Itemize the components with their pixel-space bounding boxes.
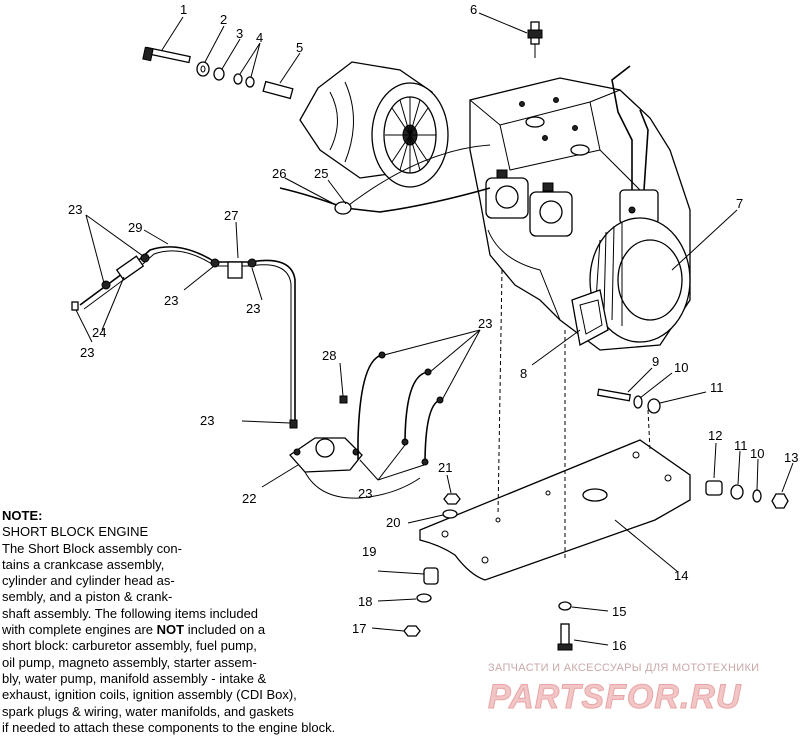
- spark-plug-6: [527, 21, 543, 58]
- washer-15: [558, 601, 572, 611]
- note-line: oil pump, magneto assembly, starter asse…: [2, 654, 257, 670]
- callout-11b: 11: [734, 438, 748, 453]
- callout-1: 1: [180, 2, 187, 17]
- callout-25: 25: [314, 166, 328, 181]
- callout-13: 13: [784, 450, 798, 465]
- drive-clutch: [299, 61, 449, 188]
- callout-16: 16: [612, 638, 626, 653]
- washer-3: [213, 67, 225, 81]
- callout-4: 4: [256, 30, 263, 45]
- short-block-note: NOTE: SHORT BLOCK ENGINE The Short Block…: [2, 508, 422, 736]
- callout-14: 14: [674, 568, 688, 583]
- washer-10a: [633, 395, 643, 409]
- fuel-line-29: [71, 246, 298, 429]
- note-line: if needed to attach these components to …: [2, 719, 336, 735]
- washer-2: [196, 61, 210, 77]
- nut-13: [771, 493, 789, 509]
- callout-23-e: 23: [478, 316, 492, 331]
- callout-5: 5: [296, 40, 303, 55]
- throttle-cable: [279, 144, 491, 215]
- note-line: exhaust, ignition coils, ignition assemb…: [2, 687, 297, 703]
- callout-6: 6: [470, 2, 477, 17]
- callout-23-c: 23: [246, 301, 260, 316]
- callout-11a: 11: [710, 380, 724, 395]
- bolt-9: [596, 388, 632, 402]
- bushing-11a: [647, 398, 661, 414]
- note-line: sembly, and a piston & crank-: [2, 589, 173, 605]
- callout-15: 15: [612, 604, 626, 619]
- plug-28: [339, 395, 348, 404]
- spacer-5: [262, 80, 294, 100]
- callout-8: 8: [520, 366, 527, 381]
- callout-24: 24: [92, 325, 106, 340]
- engine-mount-plate-14: [419, 269, 691, 581]
- starter-handle-8: [571, 289, 609, 346]
- callout-23-a: 23: [68, 202, 82, 217]
- callout-21: 21: [438, 460, 452, 475]
- watermark-tagline: ЗАПЧАСТИ И АКСЕССУАРЫ ДЛЯ МОТОТЕХНИКИ: [488, 662, 760, 674]
- callout-12: 12: [708, 428, 722, 443]
- callout-10a: 10: [674, 360, 688, 375]
- recoil-housing-7: [589, 217, 691, 343]
- callout-9: 9: [652, 354, 659, 369]
- callout-7: 7: [736, 196, 743, 211]
- note-line: bly, water pump, manifold assembly - int…: [2, 670, 267, 686]
- note-line: shaft assembly. The following items incl…: [2, 605, 259, 621]
- carburetor-assembly: [485, 169, 573, 237]
- fuel-pump-22: [289, 437, 421, 499]
- washer-18: [416, 593, 432, 603]
- washer-20: [442, 509, 458, 519]
- note-line: The Short Block assembly con-: [2, 540, 182, 556]
- callout-23-b: 23: [164, 293, 178, 308]
- note-line: spark plugs & wiring, water manifolds, a…: [2, 703, 294, 719]
- callout-17: 17: [352, 621, 366, 636]
- callout-28: 28: [322, 348, 336, 363]
- leader-lines: [75, 12, 794, 646]
- bolt-1: [142, 46, 191, 64]
- note-heading: NOTE:: [2, 508, 43, 523]
- callout-labels: 1 2 3 4 5 6 7 8 9 10 11 12 11 10 13 14 1…: [68, 2, 798, 653]
- callout-2: 2: [220, 12, 227, 27]
- callout-10b: 10: [750, 446, 764, 461]
- nut-21: [443, 493, 461, 505]
- bushing-11b: [730, 484, 744, 500]
- callout-27: 27: [224, 208, 238, 223]
- callout-18: 18: [358, 594, 372, 609]
- mount-19: [423, 567, 439, 585]
- note-line: with complete engines are NOT included o…: [2, 622, 266, 638]
- washer-4: [233, 73, 255, 88]
- callout-22: 22: [242, 491, 256, 506]
- note-line: tains a crankcase assembly,: [2, 556, 165, 572]
- note-line: cylinder and cylinder head as-: [2, 573, 175, 589]
- watermark-logo: PARTSFOR.RU: [488, 678, 742, 717]
- callout-23-g: 23: [358, 486, 372, 501]
- callout-26: 26: [272, 166, 286, 181]
- callout-3: 3: [236, 26, 243, 41]
- callout-23-d: 23: [80, 345, 94, 360]
- note-subheading: SHORT BLOCK ENGINE: [2, 524, 149, 540]
- washer-10b: [752, 489, 762, 503]
- callout-19: 19: [362, 544, 376, 559]
- callout-29: 29: [128, 220, 142, 235]
- note-line: short block: carburetor assembly, fuel p…: [2, 638, 257, 654]
- bushing-12: [705, 480, 723, 496]
- watermark: ЗАПЧАСТИ И АКСЕССУАРЫ ДЛЯ МОТОТЕХНИКИ PA…: [488, 662, 788, 747]
- callout-20: 20: [386, 515, 400, 530]
- bolt-16: [557, 623, 573, 651]
- callout-23-f: 23: [200, 413, 214, 428]
